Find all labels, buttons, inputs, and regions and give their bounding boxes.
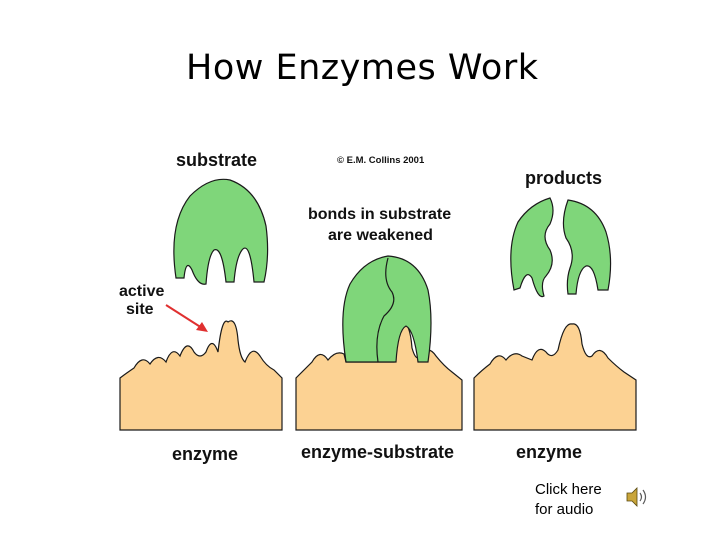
enzyme-substrate-label: enzyme-substrate bbox=[301, 442, 454, 462]
bonds-label-line1: bonds in substrate bbox=[308, 206, 451, 223]
product-left-shape bbox=[510, 197, 554, 298]
arrow-head bbox=[196, 322, 208, 332]
enzyme-left-label: enzyme bbox=[172, 444, 238, 464]
active-site-label-line1: active bbox=[119, 283, 164, 300]
substrate-left-shape bbox=[173, 178, 269, 285]
speaker-icon[interactable] bbox=[625, 486, 649, 508]
slide-title: How Enzymes Work bbox=[186, 48, 539, 88]
enzyme-left-shape bbox=[119, 320, 283, 431]
substrate-label: substrate bbox=[176, 150, 257, 170]
enzyme-right-label: enzyme bbox=[516, 442, 582, 462]
audio-text[interactable]: Click here for audio bbox=[535, 480, 602, 520]
enzyme-right-shape bbox=[473, 323, 637, 431]
audio-link[interactable]: Click here for audio bbox=[535, 480, 655, 524]
bond-crack-line bbox=[376, 257, 395, 363]
audio-label-line1: Click here bbox=[535, 481, 602, 498]
copyright-text: © E.M. Collins 2001 bbox=[337, 155, 425, 166]
active-site-label-line2: site bbox=[126, 301, 154, 318]
substrate-middle-shape bbox=[342, 255, 432, 363]
bonds-label-line2: are weakened bbox=[328, 227, 433, 244]
audio-label-line2: for audio bbox=[535, 501, 594, 518]
product-right-shape bbox=[562, 199, 612, 295]
products-label: products bbox=[525, 168, 602, 188]
active-site-arrow bbox=[165, 304, 203, 329]
